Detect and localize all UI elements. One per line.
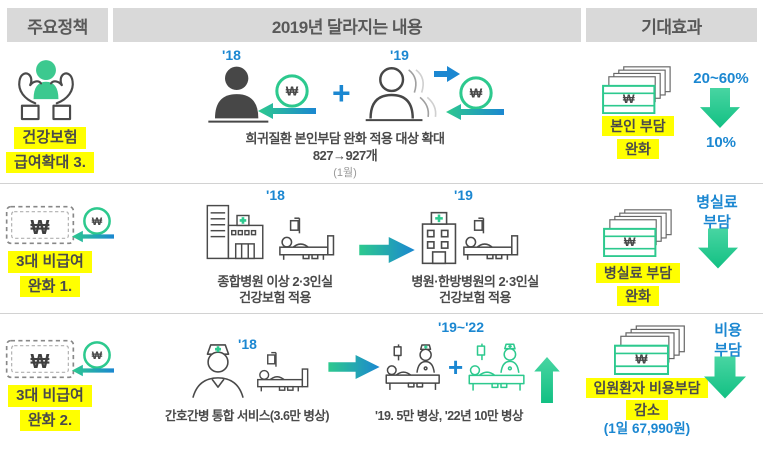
- money-stack-icon: ₩: [602, 66, 671, 114]
- benefit-arrow-left-icon: [446, 104, 504, 120]
- hospital-bed-patient-icon: [463, 217, 519, 260]
- effect-text-line1: 비용: [714, 322, 742, 339]
- row2-effect: ₩ 병실료 부담 완화 병실료 부담: [590, 185, 763, 313]
- won-coin-icon: ₩: [83, 341, 111, 369]
- benefit-arrow-left-icon: [258, 103, 316, 119]
- won-symbol: ₩: [31, 351, 50, 373]
- row-divider-1: [0, 183, 763, 184]
- hospital-bed-patient-icon: [257, 351, 309, 392]
- plus-sign: +: [332, 75, 351, 111]
- benefit-arrow-left-icon: [72, 364, 114, 377]
- effect-note: (1일 67,990원): [603, 421, 691, 436]
- header-effects: 기대효과: [586, 8, 757, 42]
- row3-effect: ₩ 입원환자 비용부담 감소 (1일 67,990원) 비용 부담: [585, 315, 763, 449]
- nurse-care-bed-added-icon: [468, 343, 525, 391]
- row1-note: (1월): [333, 167, 357, 179]
- nurse-icon: [192, 344, 244, 398]
- row2-before-caption2: 건강보험 적용: [239, 290, 311, 305]
- won-symbol: ₩: [624, 235, 636, 249]
- header-policy: 주요정책: [7, 8, 108, 42]
- small-hospital-icon: [421, 211, 457, 265]
- uninsured-cost-note-icon: ₩: [5, 339, 75, 379]
- effect-label-line2: 완화: [617, 286, 659, 307]
- won-symbol: ₩: [635, 352, 648, 367]
- won-symbol: ₩: [286, 84, 299, 99]
- row3-policy: ₩ ₩ 3대 비급여 완화 2.: [0, 315, 180, 449]
- benefit-arrow-left-icon: [72, 230, 114, 243]
- effect-label-line2: 감소: [626, 400, 668, 421]
- row2-changes: '18: [180, 185, 590, 313]
- increase-arrow-icon: [534, 357, 560, 403]
- effect-label-line1: 본인 부담: [602, 116, 674, 137]
- patient-silhouette-icon: [208, 66, 269, 123]
- policy-label-line1: 3대 비급여: [8, 251, 92, 273]
- effect-text-line2: 부담: [714, 341, 742, 359]
- policy-label-line2: 완화 1.: [19, 275, 81, 297]
- row1-year-after: '19: [390, 47, 409, 63]
- row3-before-caption: 간호간병 통합 서비스(3.6만 병상): [164, 409, 330, 423]
- row2-after-caption1: 병원·한방병원의 2·3인실: [411, 274, 539, 289]
- nurse-care-bed-icon: [385, 344, 440, 390]
- row3-after-caption: '19. 5만 병상, '22년 10만 병상: [375, 409, 523, 423]
- won-symbol: ₩: [31, 217, 50, 239]
- row1-policy: 건강보험 급여확대 3.: [0, 45, 180, 183]
- change-arrow-right-icon: [328, 355, 380, 379]
- won-coin-icon: ₩: [459, 76, 493, 110]
- row2-after-caption2: 건강보험 적용: [439, 290, 511, 305]
- effect-label-line1: 입원환자 비용부담: [585, 378, 709, 399]
- row1-effect: ₩ 본인 부담 완화 20~60% 10%: [590, 45, 763, 183]
- row1-changes: '18 ₩ + '19: [180, 45, 590, 183]
- hands-holding-person-icon: [18, 60, 74, 121]
- plus-sign: +: [448, 352, 464, 382]
- header-changes: 2019년 달라지는 내용: [113, 8, 581, 42]
- burden-range-before: 20~60%: [693, 70, 749, 87]
- policy-label-line2: 급여확대 3.: [6, 151, 94, 173]
- row1-year-before: '18: [222, 47, 241, 63]
- decrease-arrow-icon: [704, 356, 746, 399]
- won-symbol: ₩: [470, 86, 483, 101]
- effect-label-line2: 완화: [617, 139, 659, 160]
- effect-text-line2: 부담: [703, 213, 731, 231]
- effect-label-line1: 병실료 부담: [595, 263, 681, 284]
- burden-range-after: 10%: [705, 134, 737, 151]
- header-effects-label: 기대효과: [641, 17, 702, 37]
- money-stack-icon: ₩: [614, 325, 685, 375]
- row1-detail: 827→927개: [312, 148, 378, 163]
- decrease-arrow-icon: [700, 88, 740, 128]
- money-stack-icon: ₩: [603, 209, 672, 257]
- row3-year-before: '18: [238, 336, 257, 352]
- header-changes-label: 2019년 달라지는 내용: [271, 17, 423, 37]
- uninsured-cost-note-icon: ₩: [5, 205, 75, 245]
- row3-changes: '18 간호간병 통합 서비스(3.6만 병상) '19~'22: [165, 315, 590, 449]
- policy-label-line2: 완화 2.: [19, 409, 81, 431]
- policy-label-line1: 건강보험: [14, 127, 86, 149]
- effect-text-line1: 병실료: [696, 194, 738, 211]
- expanded-patients-outline-icon: [365, 67, 437, 122]
- row2-year-before: '18: [266, 187, 285, 203]
- hospital-bed-patient-icon: [279, 217, 335, 260]
- won-coin-icon: ₩: [275, 74, 309, 108]
- row2-before-caption1: 종합병원 이상 2·3인실: [217, 274, 333, 289]
- general-hospital-icon: [206, 204, 264, 260]
- won-symbol: ₩: [92, 216, 103, 228]
- row3-year-after: '19~'22: [438, 319, 484, 335]
- expand-arrow-right-icon: [434, 66, 460, 82]
- change-arrow-right-icon: [359, 237, 415, 263]
- won-symbol: ₩: [92, 350, 103, 362]
- row-divider-2: [0, 313, 763, 314]
- header-policy-label: 주요정책: [27, 17, 88, 37]
- decrease-arrow-icon: [698, 228, 738, 269]
- row1-caption: 희귀질환 본인부담 완화 적용 대상 확대: [245, 131, 445, 146]
- row2-policy: ₩ ₩ 3대 비급여 완화 1.: [0, 185, 180, 313]
- row2-year-after: '19: [454, 187, 473, 203]
- won-coin-icon: ₩: [83, 207, 111, 235]
- policy-label-line1: 3대 비급여: [8, 385, 92, 407]
- won-symbol: ₩: [623, 92, 635, 106]
